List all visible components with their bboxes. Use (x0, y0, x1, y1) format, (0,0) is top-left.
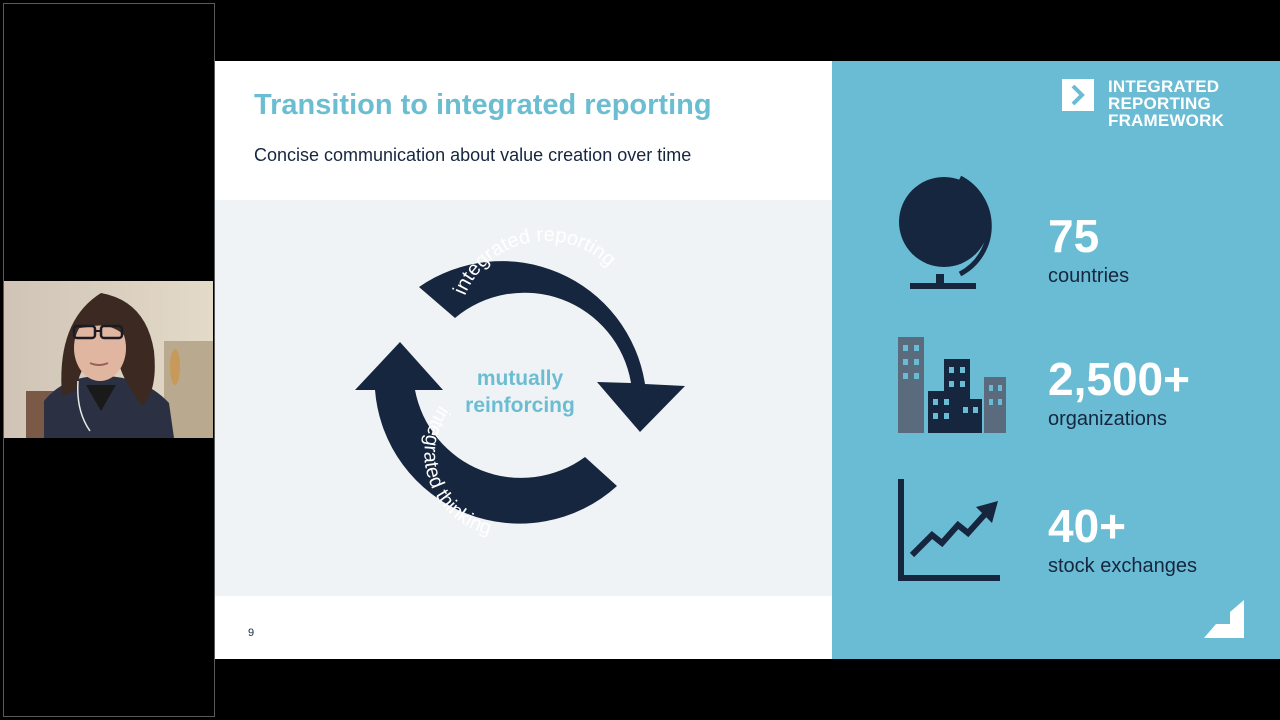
stat-label: organizations (1048, 408, 1167, 430)
growth-chart-icon (898, 479, 1002, 588)
webcam-video (4, 281, 213, 438)
stat-value: 40+ (1048, 500, 1127, 552)
stat-label: stock exchanges (1048, 555, 1197, 577)
stats-panel: INTEGRATED REPORTING FRAMEWORK 75 countr… (832, 61, 1280, 659)
cycle-diagram-panel: integrated reporting integrated thinking… (215, 200, 832, 596)
stat-value: 2,500+ (1048, 353, 1190, 405)
presenter-image (4, 281, 213, 438)
slide-content-area: Transition to integrated reporting Conci… (215, 61, 832, 659)
bottom-arc-arrow (355, 342, 617, 524)
page-number: 9 (248, 627, 255, 639)
slide-subtitle: Concise communication about value creati… (254, 145, 692, 165)
stat-countries: 75 countries (1048, 212, 1129, 288)
center-label-line1: mutually (477, 367, 564, 390)
buildings-icon (898, 333, 1008, 440)
stat-organizations: 2,500+ organizations (1048, 355, 1190, 431)
logo-text: INTEGRATED REPORTING FRAMEWORK (1108, 77, 1225, 130)
stat-stock-exchanges: 40+ stock exchanges (1048, 502, 1197, 578)
cycle-diagram: integrated reporting integrated thinking… (355, 224, 685, 540)
center-label-line2: reinforcing (465, 394, 575, 417)
chevron-right-icon (1062, 79, 1094, 111)
slide-title: Transition to integrated reporting (254, 89, 712, 121)
top-arc-arrow (419, 261, 685, 432)
stat-label: countries (1048, 265, 1130, 287)
globe-icon (898, 174, 998, 299)
presentation-slide: Transition to integrated reporting Conci… (215, 61, 1280, 659)
corner-step-icon (1204, 600, 1244, 643)
stat-value: 75 (1048, 210, 1100, 262)
